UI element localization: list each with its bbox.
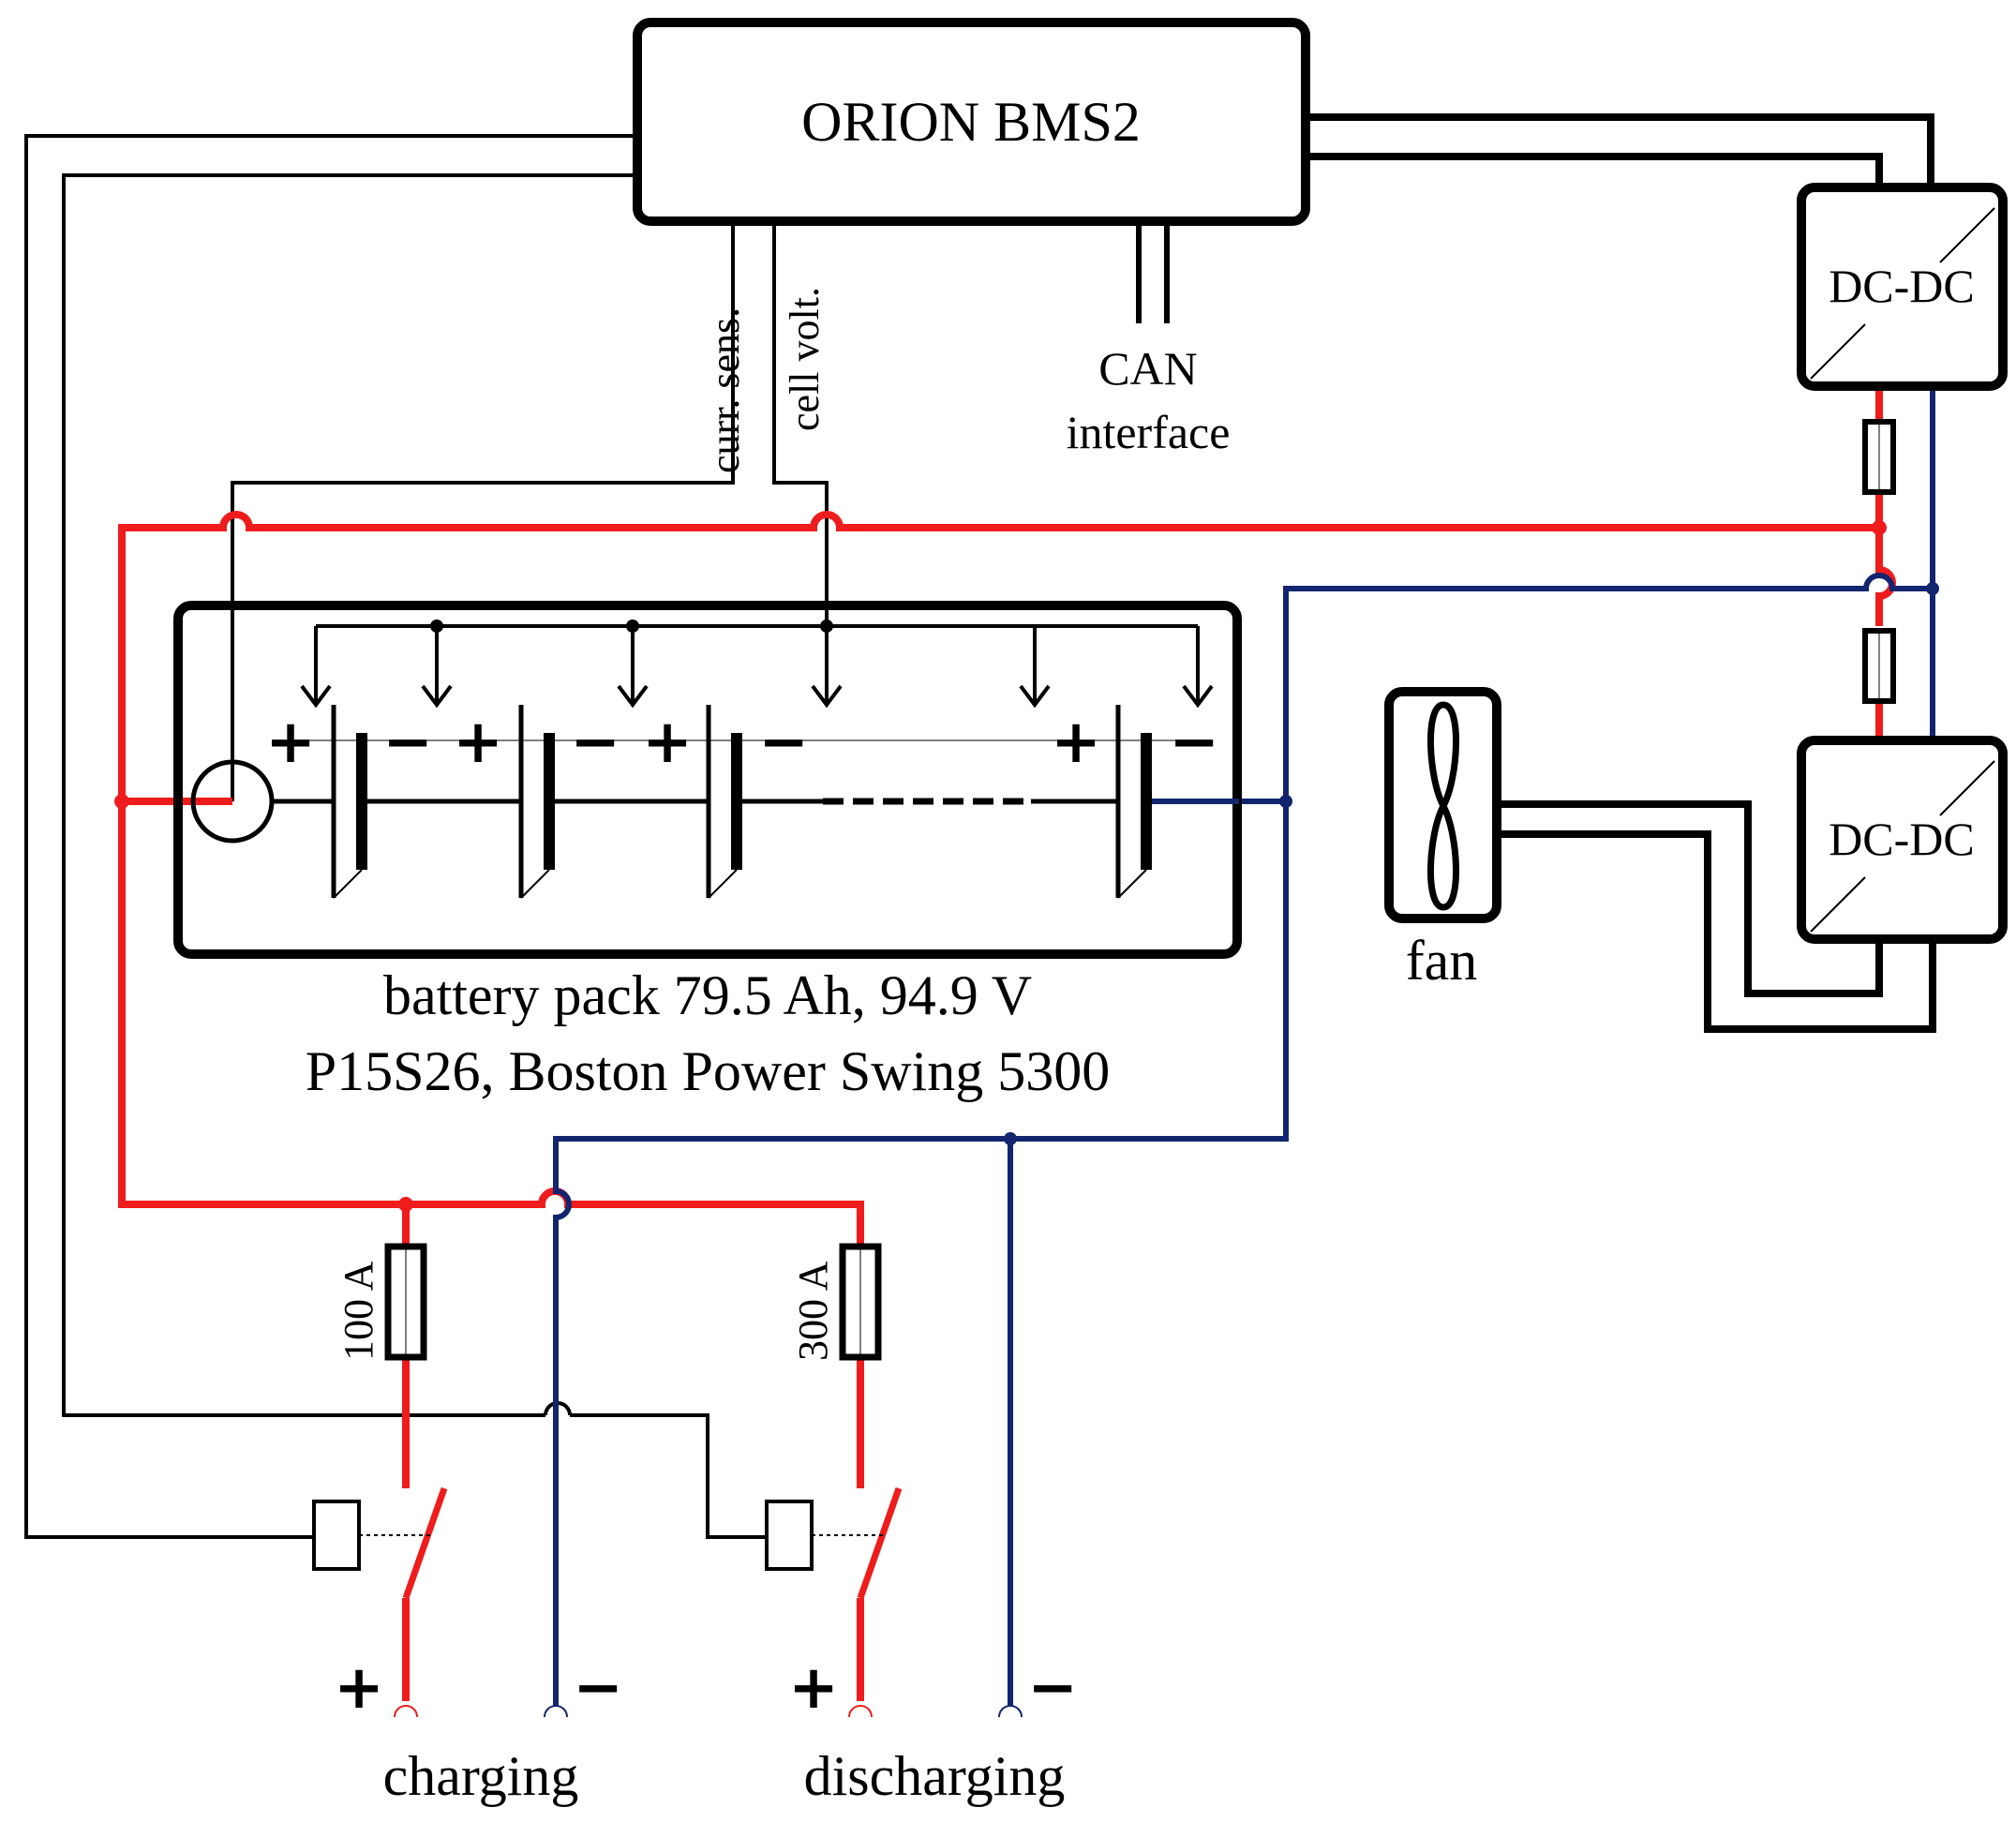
discharging-fuse-rating: 300 A (790, 1261, 836, 1361)
cell-minus-sign: − (570, 708, 620, 777)
discharging-terminals: + − discharging (788, 1653, 1078, 1807)
fan-supply-wire-outer (1497, 830, 1936, 1033)
charging-fuse-rating: 100 A (336, 1261, 381, 1361)
discharging-fuse: 300 A (790, 1243, 882, 1361)
charging-relay-coil (312, 1500, 361, 1571)
battery-cell (518, 705, 555, 899)
negative-bus-junctions (1004, 582, 1939, 1145)
cell-minus-sign: − (1169, 708, 1219, 777)
bms-dcdc-wire-inner (1307, 153, 1883, 187)
charging-label: charging (383, 1745, 579, 1807)
charging-negative-terminal (544, 1705, 568, 1718)
cell-plus-sign: + (265, 708, 316, 777)
cell-minus-sign: − (382, 708, 433, 777)
battery-pack-rating: battery pack 79.5 Ah, 94.9 V (383, 964, 1032, 1026)
discharging-negative-terminal (998, 1705, 1023, 1718)
cell-tap-arrows (300, 684, 1214, 709)
fan-label: fan (1406, 930, 1478, 992)
battery-pack-box (173, 601, 1242, 959)
can-label: CAN (1098, 342, 1198, 395)
charging-minus-sign: − (573, 1653, 623, 1723)
charging-positive-terminal (394, 1705, 418, 1718)
current-sense-wire: curr. sens. (231, 225, 748, 801)
discharging-relay-coil (765, 1500, 814, 1571)
dcdc-bottom-label: DC-DC (1829, 813, 1975, 865)
bms-dcdc-wire-outer (1307, 113, 1934, 187)
cell-plus-sign: + (453, 708, 503, 777)
charge-relay-control-wire (24, 134, 637, 1539)
positive-bus-junctions (114, 520, 1887, 1212)
discharging-positive-terminal (848, 1705, 873, 1718)
battery-pack-configuration: P15S26, Boston Power Swing 5300 (306, 1040, 1110, 1102)
dcdc-converter-bottom: DC-DC (1797, 736, 2008, 944)
discharging-minus-sign: − (1027, 1653, 1078, 1723)
charging-plus-sign: + (334, 1653, 384, 1723)
fan: fan (1384, 687, 1501, 992)
fan-icon (1427, 701, 1459, 911)
bms-box (633, 18, 1310, 226)
cell-tap-junctions (430, 620, 833, 633)
charging-fuse: 100 A (336, 1243, 427, 1361)
battery-cell (706, 705, 742, 899)
cell-voltage-wire: cell volt. (772, 225, 829, 626)
bms-title: ORION BMS2 (801, 91, 1141, 153)
discharge-relay-control-wire (62, 173, 767, 1539)
cell-minus-sign: − (758, 708, 809, 777)
cell-plus-sign: + (642, 708, 693, 777)
charging-contactor (312, 1500, 431, 1571)
negative-bus (553, 389, 1935, 1706)
battery-cell (1115, 705, 1152, 899)
dcdc-converter-top: DC-DC (1797, 183, 2008, 391)
discharging-plus-sign: + (788, 1653, 839, 1723)
can-interface-label: interface (1067, 406, 1231, 458)
cell-plus-sign: + (1051, 708, 1101, 777)
dcdc-top-label: DC-DC (1829, 260, 1975, 312)
battery-cell (331, 705, 367, 899)
discharging-label: discharging (804, 1745, 1066, 1807)
can-interface: CAN interface (1067, 225, 1231, 458)
charging-terminals: + − charging (334, 1653, 623, 1807)
cell-tap-rail (314, 624, 1200, 703)
discharging-contactor (765, 1500, 886, 1571)
cell-voltage-label: cell volt. (782, 287, 828, 431)
current-sense-label: curr. sens. (702, 307, 748, 473)
fan-supply-wire-inner (1497, 800, 1883, 997)
